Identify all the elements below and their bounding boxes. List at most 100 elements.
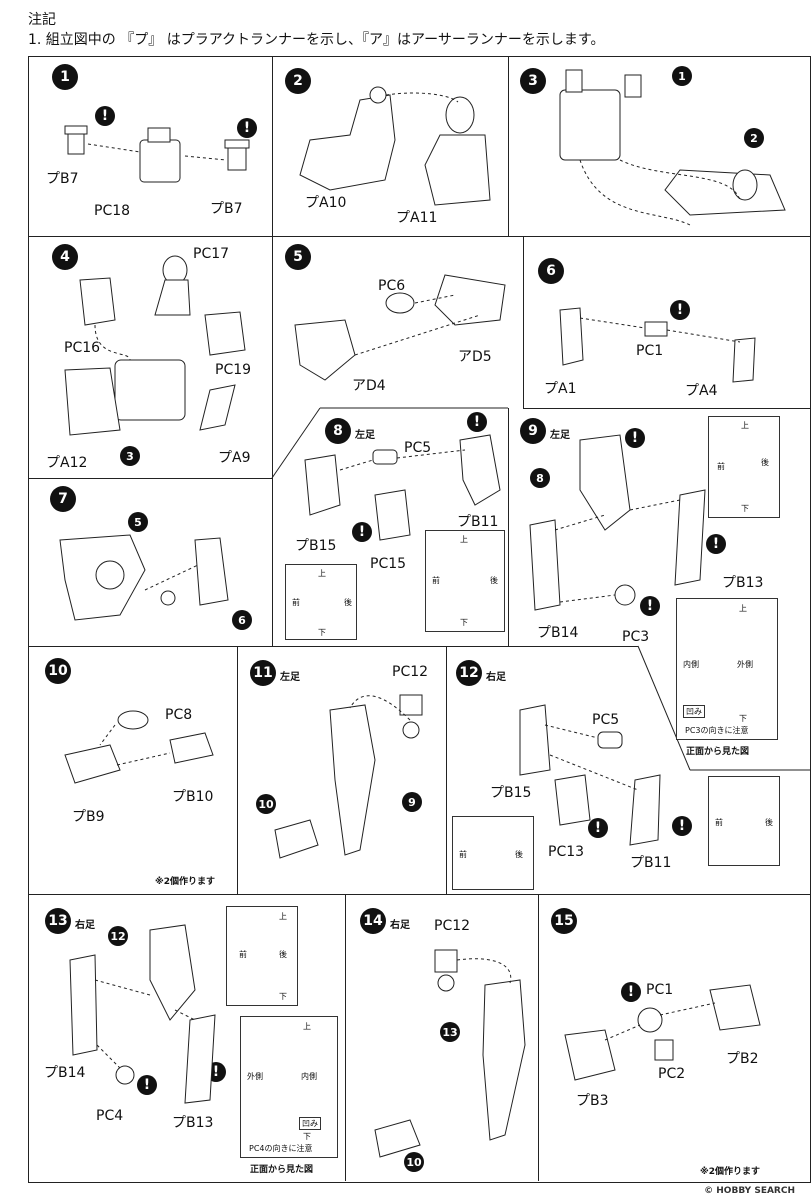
- step-15-badge: 15: [551, 908, 577, 934]
- inset-back-label: 後: [515, 850, 523, 859]
- step-2-badge: 2: [285, 68, 311, 94]
- part-label: プA9: [218, 450, 251, 466]
- part-label: プB15: [295, 538, 337, 554]
- inset-back-label: 後: [765, 818, 773, 827]
- ref-step-3-badge: 3: [120, 446, 140, 466]
- part-label: PC16: [64, 340, 101, 356]
- notes: 注記 1. 組立図中の 『プ』 はプラアクトランナーを示し、『ア』はアーサーラン…: [28, 10, 605, 50]
- step-9-badge: 9: [520, 418, 546, 444]
- step-10-parts-illustration: [64, 710, 214, 784]
- caution-icon: !: [95, 106, 115, 126]
- part-label: プA10: [305, 195, 347, 211]
- step-5-parts-illustration: [294, 274, 506, 381]
- ref-step-6-badge: 6: [232, 610, 252, 630]
- inset-top-label: 上: [303, 1022, 311, 1031]
- part-label: PC6: [378, 278, 406, 294]
- part-label: プB14: [44, 1065, 86, 1081]
- inset-front-label: 前: [717, 462, 725, 471]
- divider: [508, 56, 509, 236]
- divider: [538, 894, 539, 1181]
- divider: [237, 646, 238, 894]
- part-label: プB2: [726, 1051, 759, 1067]
- part-label: プB7: [46, 171, 79, 187]
- step-12-inset-large: 前 後: [708, 776, 780, 866]
- divider: [28, 894, 810, 895]
- divider: [272, 236, 273, 646]
- caution-icon: !: [640, 596, 660, 616]
- inset-back-label: 後: [761, 458, 769, 467]
- inset-front-label: 前: [432, 576, 440, 585]
- notes-line-1: 1. 組立図中の 『プ』 はプラアクトランナーを示し、『ア』はアーサーランナーを…: [28, 32, 605, 48]
- part-label: プB7: [210, 201, 243, 217]
- part-label: PC5: [404, 440, 432, 456]
- step-3-badge: 3: [520, 68, 546, 94]
- caution-icon: !: [672, 816, 692, 836]
- make-two-note: ※2個作ります: [155, 877, 216, 887]
- inset-top-label: 上: [279, 912, 287, 921]
- part-label: プB10: [172, 789, 214, 805]
- step-13-inset-side-view: 上 前 後 下: [226, 906, 298, 1006]
- part-label: PC12: [392, 664, 429, 680]
- caution-icon: !: [137, 1075, 157, 1095]
- figure-caption: 正面から見た図: [250, 1165, 314, 1175]
- ref-step-9-badge: 9: [402, 792, 422, 812]
- caution-icon: !: [670, 300, 690, 320]
- part-label: PC4: [96, 1108, 124, 1124]
- step-8-badge: 8: [325, 418, 351, 444]
- part-label: アD4: [352, 378, 386, 394]
- inset-back-label: 後: [279, 950, 287, 959]
- divider: [28, 236, 523, 237]
- part-label: プB9: [72, 809, 105, 825]
- caution-icon: !: [588, 818, 608, 838]
- step-12-badge: 12: [456, 660, 482, 686]
- part-label: プA1: [544, 381, 577, 397]
- part-label: プB13: [722, 575, 764, 591]
- step-7-badge: 7: [50, 486, 76, 512]
- watermark: © HOBBY SEARCH: [704, 1186, 795, 1196]
- inset-front-label: 前: [459, 850, 467, 859]
- divider: [523, 236, 810, 237]
- step-12-parts-illustration: [519, 704, 661, 846]
- right-foot-label: 右足: [75, 920, 95, 931]
- inset-front-label: 前: [292, 598, 300, 607]
- step-6-badge: 6: [538, 258, 564, 284]
- step-9-parts-illustration: [529, 434, 706, 611]
- caution-icon: !: [706, 534, 726, 554]
- inset-top-label: 上: [741, 421, 749, 430]
- left-foot-label: 左足: [355, 430, 375, 441]
- inset-bottom-label: 下: [279, 992, 287, 1001]
- part-label: PC8: [165, 707, 193, 723]
- caution-icon: !: [625, 428, 645, 448]
- part-label: PC3: [622, 629, 650, 645]
- step-7-parts-illustration: [59, 534, 229, 621]
- inset-back-label: 後: [490, 576, 498, 585]
- part-label: PC17: [193, 246, 230, 262]
- step-15-parts-illustration: [564, 984, 761, 1081]
- step-14-badge: 14: [360, 908, 386, 934]
- ref-step-5-badge: 5: [128, 512, 148, 532]
- step-8-inset-large: 上 前 後 下: [425, 530, 505, 632]
- part-label: プB13: [172, 1115, 214, 1131]
- part-label: プB11: [630, 855, 672, 871]
- step-1-badge: 1: [52, 64, 78, 90]
- part-label: PC19: [215, 362, 252, 378]
- step-4-badge: 4: [52, 244, 78, 270]
- part-label: PC1: [636, 343, 664, 359]
- divider: [523, 408, 810, 409]
- divider: [523, 236, 524, 408]
- inset-dent-label: 凹み: [299, 1117, 321, 1130]
- ref-step-8-badge: 8: [530, 468, 550, 488]
- inset-inner-label: 内側: [301, 1072, 317, 1081]
- ref-step-12-badge: 12: [108, 926, 128, 946]
- part-label: プB15: [490, 785, 532, 801]
- step-9-inset-front-view: 上 内側 外側 凹み 下 PC3の向きに注意: [676, 598, 778, 740]
- step-11-parts-illustration: [274, 694, 423, 859]
- step-8-parts-illustration: [304, 434, 501, 541]
- step-13-parts-illustration: [69, 924, 216, 1104]
- step-3-parts-illustration: [559, 69, 786, 226]
- step-1-parts-illustration: [64, 125, 250, 183]
- step-10-badge: 10: [45, 658, 71, 684]
- part-label: PC5: [592, 712, 620, 728]
- left-foot-label: 左足: [550, 430, 570, 441]
